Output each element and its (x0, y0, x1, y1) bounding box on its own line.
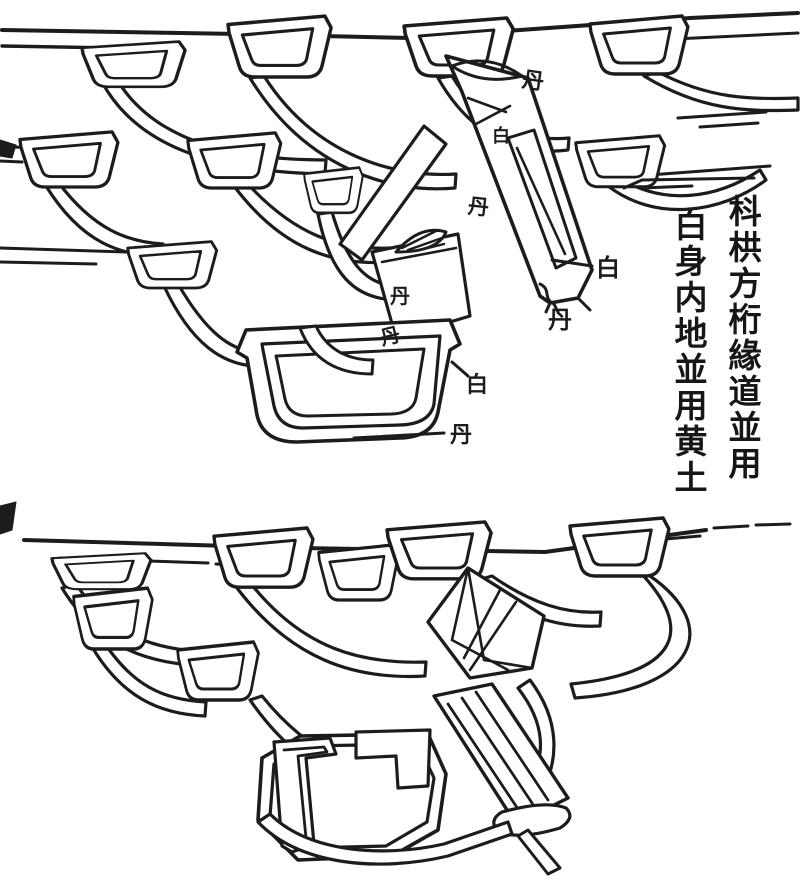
arm-b-mid (248, 74, 458, 191)
right-fang-line (676, 110, 768, 129)
bevel-hatching (400, 228, 446, 253)
label-dan-bottom: 丹 (450, 422, 473, 448)
bai-lower-leader (450, 360, 470, 378)
label-dan-ang-top: 丹 (520, 66, 546, 96)
left-edge-blob-b (0, 501, 17, 535)
top-bracket-figure (0, 11, 800, 444)
bottom-beam-dashes (712, 522, 792, 530)
label-bai-lower: 白 (466, 372, 489, 398)
ang-inner-line (515, 146, 567, 256)
ang-top-face (450, 59, 524, 81)
ang-plank (444, 54, 594, 305)
dan-tip-leader (538, 282, 560, 314)
ang-head (426, 566, 546, 680)
label-dan-ang-panel: 丹 (466, 192, 491, 221)
base-l-panel (272, 736, 338, 854)
bai-side-leader (550, 258, 594, 268)
left-edge-blob (0, 139, 17, 159)
base-notch (354, 728, 432, 790)
base-bottom-rim (256, 812, 514, 866)
bottom-bracket-figure (0, 501, 792, 876)
ang-fold-lines (466, 96, 512, 126)
foot-descender (516, 828, 562, 876)
striped-beam-stripes (446, 690, 550, 814)
label-bai-ang-mid: 白 (492, 126, 510, 147)
base-block-inner (274, 347, 426, 418)
ang-body-diagonal (338, 124, 448, 262)
caption-column-right: 枓栱方桁緣道並用 (723, 194, 762, 482)
dan-panel-line (380, 246, 458, 264)
base-inner-arm (298, 324, 375, 376)
dan-bottom-leader (352, 431, 446, 440)
arm-e-i (44, 180, 165, 258)
arm-o-sweep (569, 568, 692, 700)
ang-tip-hook (544, 296, 592, 314)
arm-d-right (642, 70, 800, 113)
arm-l-mid (232, 578, 428, 679)
caption-column-left: 白身内地並用黄土 (669, 208, 708, 496)
label-dan-band-upper: 丹 (390, 284, 410, 308)
label-dan-tip: 丹 (548, 305, 572, 334)
ang-head-facets (450, 566, 534, 672)
arm-h-right (606, 168, 768, 212)
caption-leader-line (622, 176, 756, 190)
label-bai-side: 白 (596, 253, 620, 282)
